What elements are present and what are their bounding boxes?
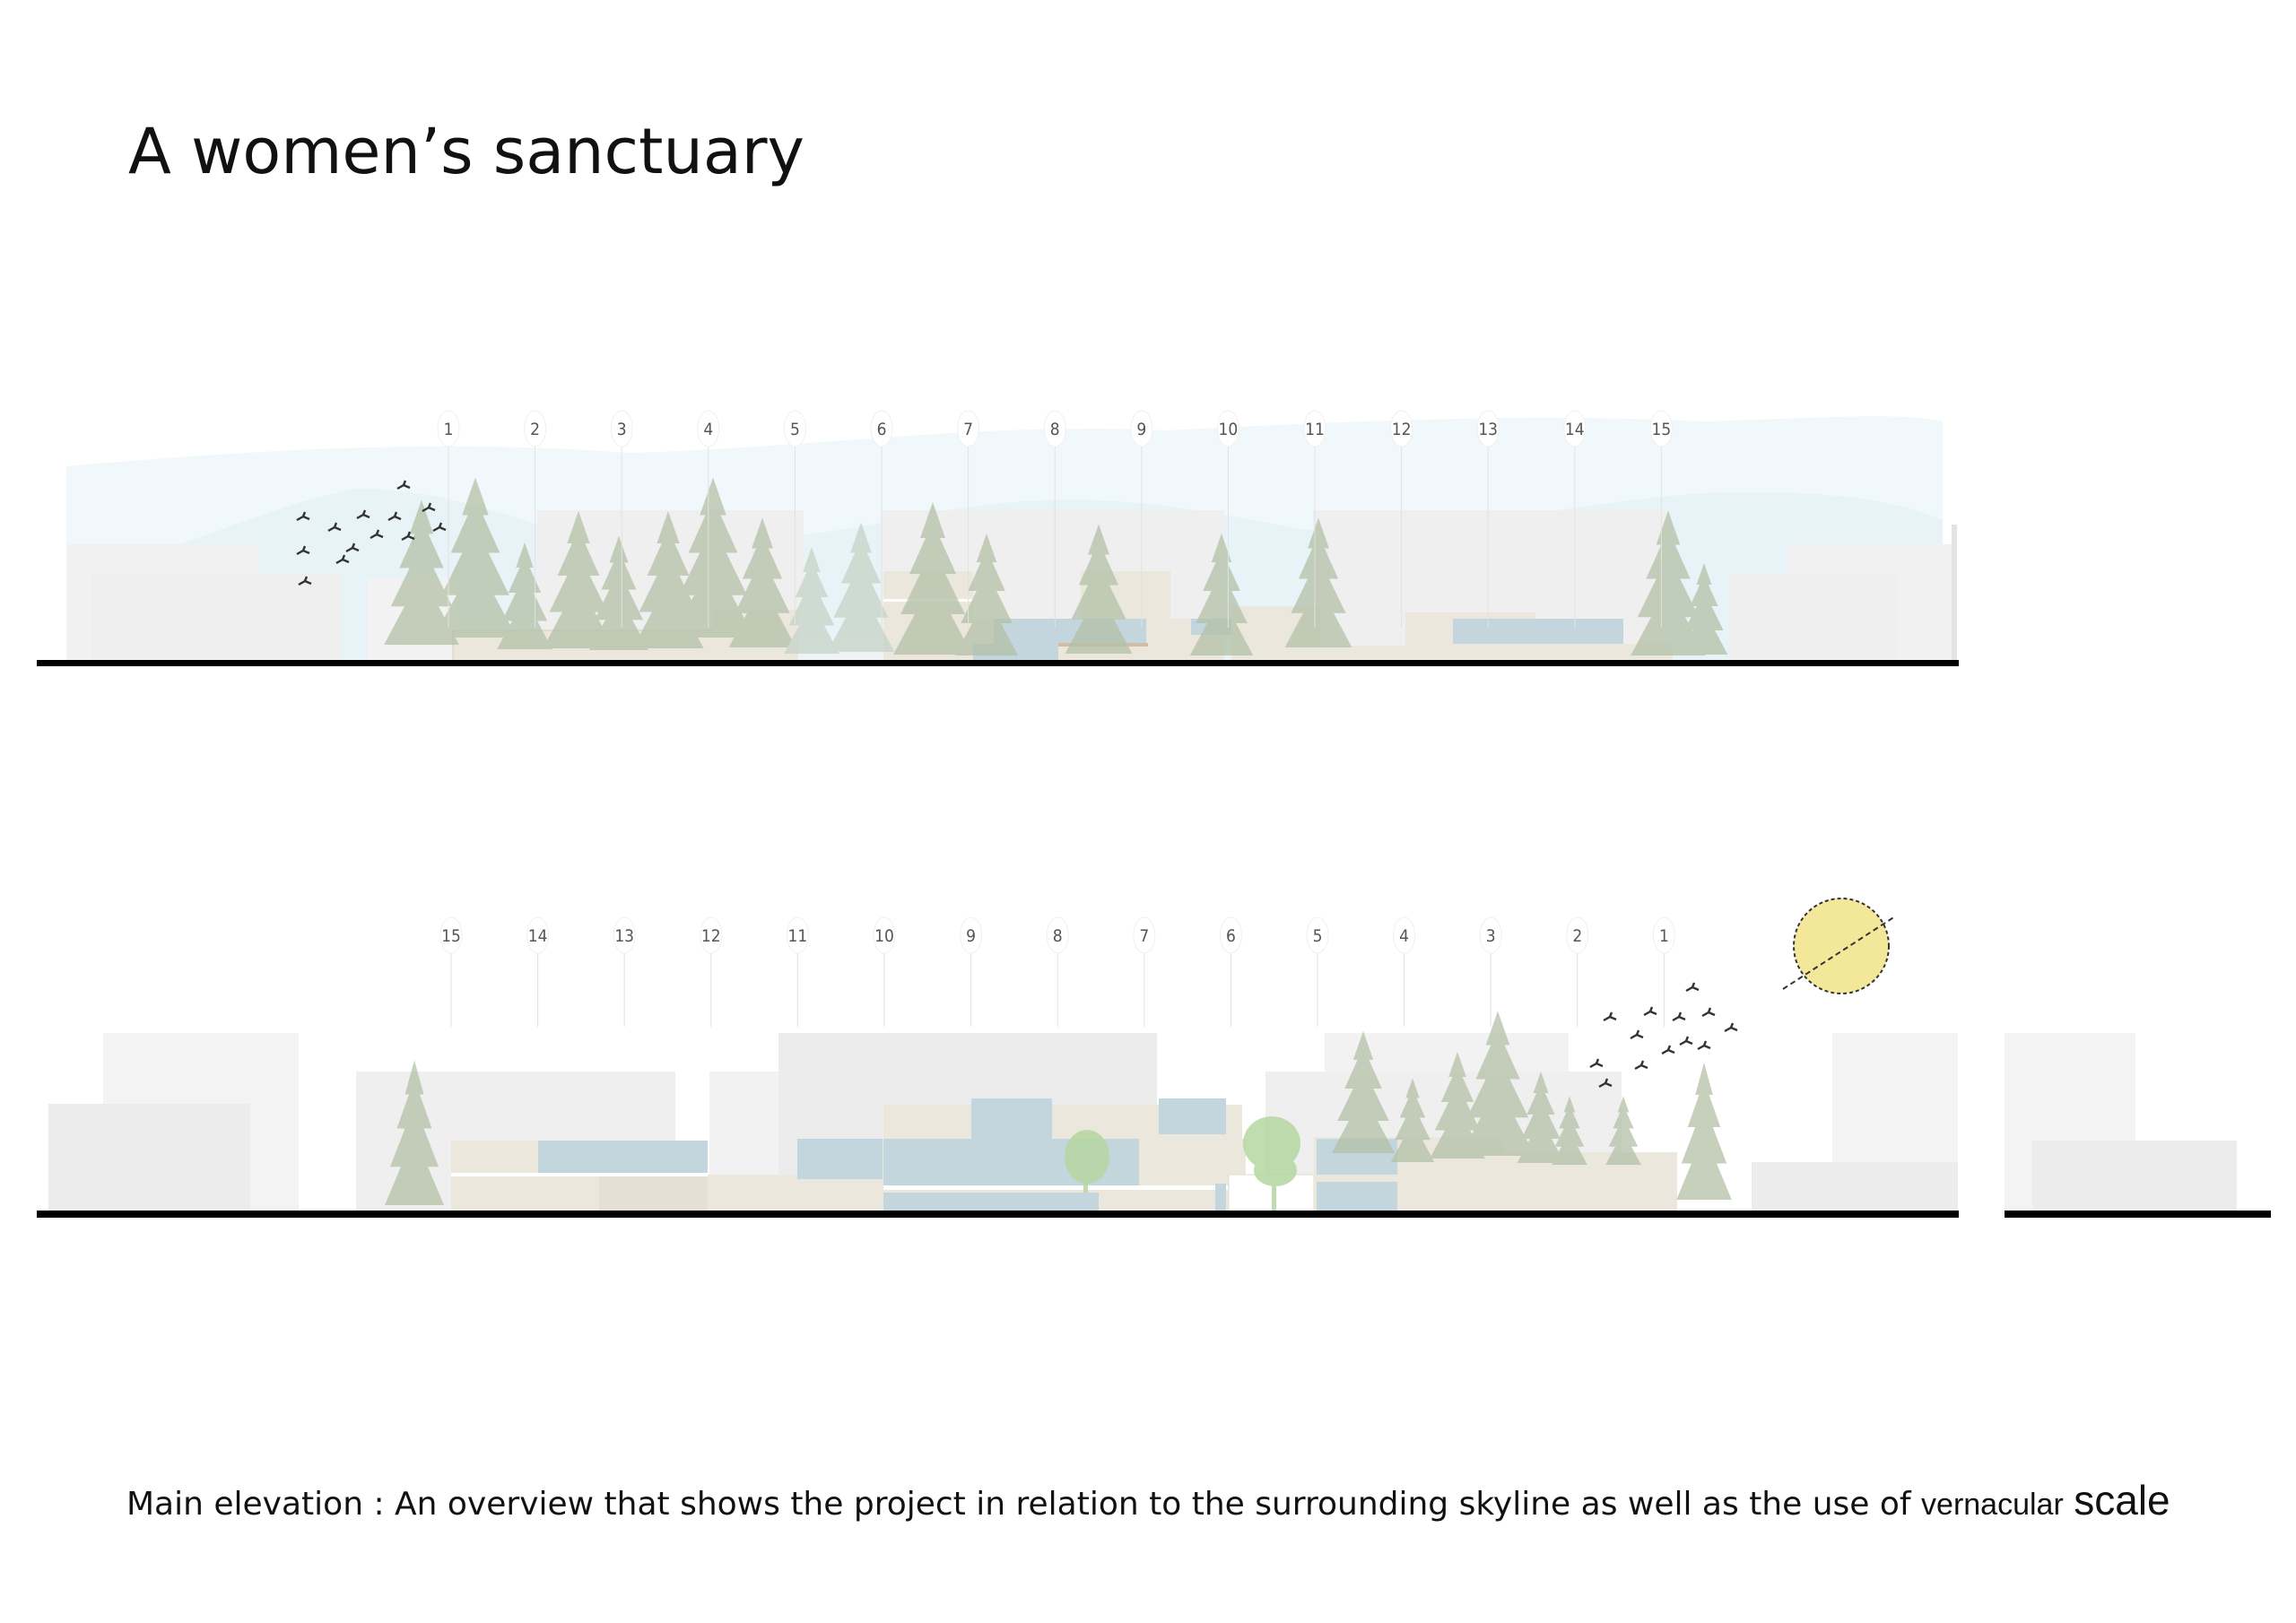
- grid-label-bubble: [613, 916, 636, 954]
- grid-label-bubble: [960, 916, 983, 954]
- grid-label: 12: [1392, 420, 1412, 439]
- grid-label: 10: [1219, 420, 1239, 439]
- grid-label: 3: [1486, 926, 1496, 946]
- grid-label-bubble: [1563, 410, 1587, 447]
- grid-label-bubble: [1133, 916, 1156, 954]
- grid-labels-bottom: 15 14 13 12 11 10 9 8 7 6 5 4 3 2 1: [439, 916, 1675, 1027]
- grid-label: 11: [1305, 420, 1325, 439]
- grid-label: 6: [877, 420, 887, 439]
- caption-word-scale: scale: [2074, 1477, 2170, 1523]
- grid-label: 4: [1399, 926, 1409, 946]
- grid-label: 11: [788, 926, 808, 946]
- grid-label: 9: [1136, 420, 1146, 439]
- sun-symbol: [1782, 898, 1896, 994]
- grid-label-bubble: [1390, 410, 1413, 447]
- grid-label: 2: [530, 420, 540, 439]
- grid-label-bubble: [1046, 916, 1069, 954]
- grid-label: 14: [528, 926, 548, 946]
- elevation-bottom: 15 14 13 12 11 10 9 8 7 6 5 4 3 2 1: [37, 898, 2271, 1218]
- grid-label: 3: [617, 420, 627, 439]
- ground-line-top: [37, 660, 1959, 666]
- grid-label-bubble: [957, 410, 980, 447]
- grid-label: 10: [874, 926, 894, 946]
- grid-label-bubble: [437, 410, 460, 447]
- grid-label: 15: [441, 926, 461, 946]
- grid-label: 7: [963, 420, 973, 439]
- grid-label: 4: [703, 420, 713, 439]
- grid-label-bubble: [1652, 916, 1675, 954]
- grid-label-bubble: [783, 410, 806, 447]
- deciduous-trees: [1065, 1116, 1300, 1212]
- grid-label-bubble: [870, 410, 893, 447]
- caption-main: Main elevation : An overview that shows …: [126, 1486, 1922, 1523]
- grid-label-bubble: [786, 916, 809, 954]
- grid-label-bubble: [1303, 410, 1326, 447]
- grid-label-bubble: [524, 410, 547, 447]
- grid-label: 5: [1313, 926, 1323, 946]
- grid-label-bubble: [1566, 916, 1589, 954]
- grid-label: 5: [790, 420, 800, 439]
- grid-label: 8: [1053, 926, 1063, 946]
- grid-label-bubble: [700, 916, 723, 954]
- grid-label-bubble: [526, 916, 550, 954]
- grid-label: 14: [1565, 420, 1585, 439]
- grid-label-bubble: [1649, 410, 1673, 447]
- grid-label: 1: [444, 420, 454, 439]
- grid-label: 15: [1652, 420, 1672, 439]
- grid-label: 13: [1478, 420, 1498, 439]
- grid-label-bubble: [1043, 410, 1066, 447]
- grid-label: 7: [1139, 926, 1149, 946]
- grid-label: 2: [1572, 926, 1582, 946]
- grid-label-bubble: [1219, 916, 1242, 954]
- project-building-bottom: [451, 1094, 1677, 1213]
- grid-label-bubble: [1393, 916, 1416, 954]
- grid-label-bubble: [439, 916, 463, 954]
- ground-line-bottom: [37, 1211, 1959, 1218]
- grid-label-bubble: [610, 410, 633, 447]
- ground-line-bottom-right: [2005, 1211, 2271, 1218]
- caption: Main elevation : An overview that shows …: [126, 1476, 2170, 1524]
- grid-label-bubble: [1130, 410, 1153, 447]
- grid-label: 1: [1659, 926, 1669, 946]
- grid-label: 9: [966, 926, 976, 946]
- grid-label-bubble: [1306, 916, 1329, 954]
- grid-label-bubble: [1476, 410, 1500, 447]
- page-title: A women’s sanctuary: [128, 115, 804, 188]
- grid-label-bubble: [873, 916, 896, 954]
- grid-label: 12: [701, 926, 721, 946]
- grid-label-bubble: [1216, 410, 1239, 447]
- grid-label: 13: [614, 926, 634, 946]
- grid-label-bubble: [697, 410, 720, 447]
- grid-label-bubble: [1479, 916, 1502, 954]
- grid-label: 8: [1050, 420, 1060, 439]
- caption-word-vernacular: vernacular: [1921, 1488, 2064, 1522]
- grid-label: 6: [1226, 926, 1236, 946]
